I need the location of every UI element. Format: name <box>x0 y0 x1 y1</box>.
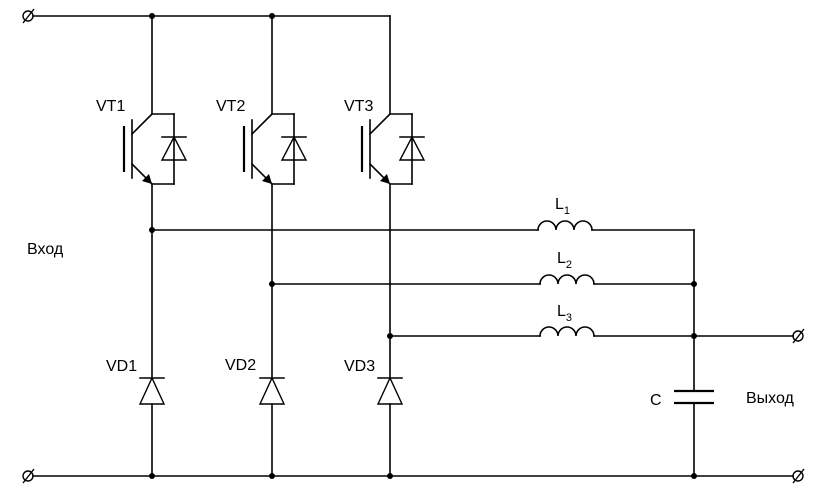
diode-label-vd3: VD3 <box>344 358 375 375</box>
inductor-label-l2: L2 <box>557 250 572 271</box>
output-terminal-top[interactable] <box>792 328 805 344</box>
inductor-label-l3: L3 <box>557 303 572 324</box>
inductor-index-l1: 1 <box>564 205 570 217</box>
leg-1-wiring <box>151 15 695 477</box>
diode-vd1[interactable] <box>138 376 166 405</box>
inductor-letter-l1: L <box>555 196 564 213</box>
inductor-letter-l2: L <box>557 250 566 267</box>
output-label: Выход <box>746 390 795 407</box>
transistor-vt2[interactable] <box>242 112 308 186</box>
inductor-letter-l3: L <box>557 303 566 320</box>
inductor-label-l1: L1 <box>555 196 570 217</box>
inductor-l1[interactable] <box>537 220 593 231</box>
diode-vd3[interactable] <box>376 376 404 405</box>
inductor-index-l2: 2 <box>566 259 572 271</box>
transistor-label-vt3: VT3 <box>344 98 373 115</box>
capacitor-label: C <box>650 392 662 409</box>
diode-label-vd1: VD1 <box>106 358 137 375</box>
inductor-index-l3: 3 <box>566 312 572 324</box>
leg-2-wiring <box>271 15 695 477</box>
diode-vd2[interactable] <box>258 376 286 405</box>
output-terminal-bottom[interactable] <box>792 468 805 484</box>
transistor-vt1[interactable] <box>122 112 188 186</box>
transistor-label-vt2: VT2 <box>216 98 245 115</box>
junction-dots <box>149 13 697 479</box>
input-label: Вход <box>27 241 64 258</box>
capacitor-c[interactable] <box>674 389 714 405</box>
transistor-vt3[interactable] <box>360 112 426 186</box>
diode-label-vd2: VD2 <box>225 357 256 374</box>
inductor-l3[interactable] <box>539 326 595 337</box>
transistor-label-vt1: VT1 <box>96 98 125 115</box>
inductor-l2[interactable] <box>539 274 595 285</box>
top-rail <box>32 15 391 115</box>
